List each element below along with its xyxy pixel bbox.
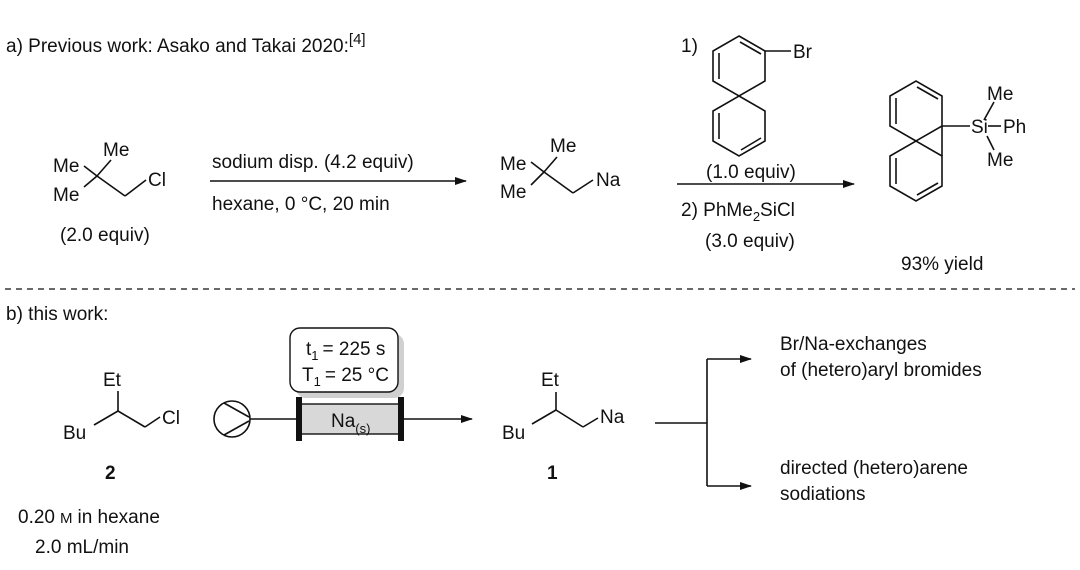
step-2-reagent: 2) PhMe2SiCl	[681, 200, 795, 224]
bu-label: Bu	[63, 423, 86, 444]
reactant-equiv: (2.0 equiv)	[60, 225, 150, 246]
et-label: Et	[541, 370, 560, 391]
outcome-2-line-2: sodiations	[780, 484, 866, 505]
1-bromonaphthalene: Br	[712, 35, 813, 157]
ethylhexyl-sodium: Et Bu Na	[502, 370, 625, 444]
br-label: Br	[793, 42, 813, 63]
me-label: Me	[500, 154, 526, 175]
neopentyl-sodium: Me Me Me Na	[500, 136, 621, 203]
arrow-1-reagent: sodium disp. (4.2 equiv)	[212, 152, 414, 173]
arrow-1-conditions: hexane, 0 °C, 20 min	[212, 194, 390, 215]
outcome-2-line-1: directed (hetero)arene	[780, 458, 968, 479]
me-label: Me	[53, 185, 79, 206]
step-1-number: 1)	[681, 36, 698, 57]
outcome-1-line-2: of (hetero)aryl bromides	[780, 360, 982, 381]
outcome-1-line-1: Br/Na-exchanges	[780, 334, 927, 355]
na-label: Na	[600, 407, 625, 428]
me-label: Me	[987, 150, 1013, 171]
me-label: Me	[53, 156, 79, 177]
si-label: Si	[971, 117, 988, 138]
sodium-packed-reactor: Na(s)	[296, 397, 404, 441]
cl-label: Cl	[148, 170, 166, 191]
step-1-equiv: (1.0 equiv)	[706, 162, 796, 183]
pump-icon	[213, 400, 251, 438]
na-label: Na	[596, 170, 621, 191]
flow-rate: 2.0 mL/min	[35, 537, 129, 558]
cl-label: Cl	[162, 408, 180, 429]
reactor-temperature: T1= 25 °C	[302, 365, 389, 389]
me-label: Me	[987, 84, 1013, 105]
bu-label: Bu	[502, 423, 525, 444]
neopentyl-chloride: Me Me Me Cl (2.0 equiv)	[53, 140, 166, 246]
me-label: Me	[500, 182, 526, 203]
part-b-heading: b) this work:	[6, 304, 108, 325]
residence-time: t1= 225 s	[306, 339, 385, 363]
me-label: Me	[550, 136, 576, 157]
chloro-ethylhexane: Et Bu Cl	[63, 370, 180, 444]
et-label: Et	[103, 370, 122, 391]
me-label: Me	[103, 140, 129, 161]
reactor-conditions-box: t1= 225 s T1= 25 °C	[289, 327, 404, 398]
compound-number-2: 2	[105, 463, 116, 484]
step-2-equiv: (3.0 equiv)	[705, 231, 795, 252]
part-a-heading: a) Previous work: Asako and Takai 2020:[…	[6, 31, 366, 57]
compound-number-1: 1	[547, 463, 558, 484]
ph-label: Ph	[1003, 117, 1026, 138]
product-yield: 93% yield	[901, 254, 983, 275]
reactor-label: Na(s)	[331, 411, 370, 436]
branching-arrows	[655, 355, 752, 490]
silyl-naphthalene: Si Me Ph Me	[889, 80, 1026, 202]
